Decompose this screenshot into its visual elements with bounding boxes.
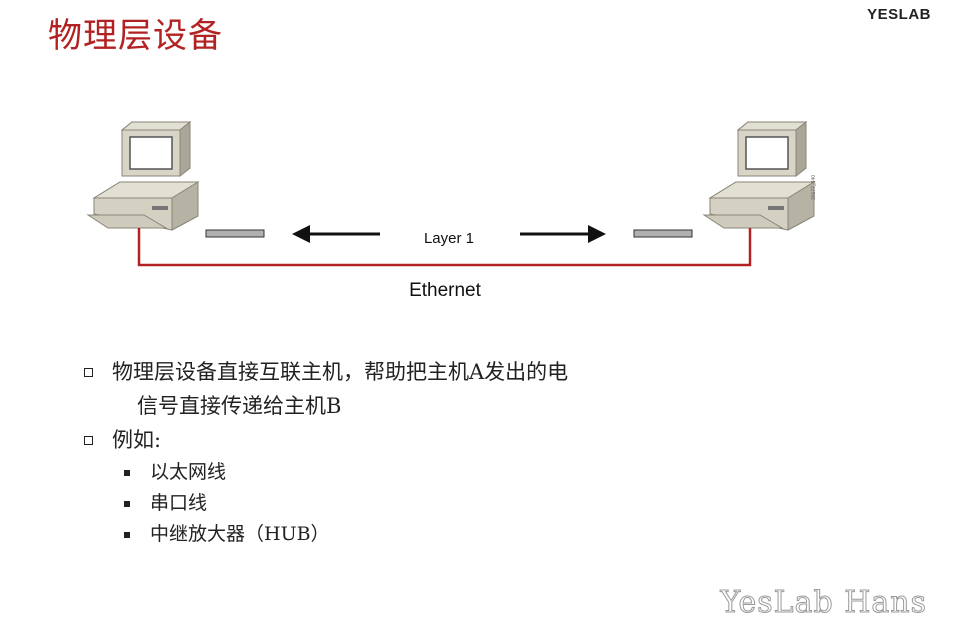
signal-bar-right	[633, 229, 693, 238]
sub-bullet-item: 中继放大器（HUB）	[84, 519, 568, 550]
network-diagram: 30177_340 Layer 1 Ethernet	[87, 121, 817, 301]
bullet-item: 例如:	[84, 423, 568, 457]
hollow-square-bullet-icon	[84, 368, 93, 377]
bullet-text-continued: 信号直接传递给主机B	[137, 394, 342, 418]
watermark: YesLab Hans	[720, 585, 927, 621]
hollow-square-bullet-icon	[84, 436, 93, 445]
filled-square-bullet-icon	[124, 532, 130, 538]
sub-bullet-text: 以太网线	[150, 461, 227, 483]
sub-bullet-text: 串口线	[150, 492, 208, 514]
filled-square-bullet-icon	[124, 470, 130, 476]
bullet-text: 例如:	[112, 428, 162, 452]
sub-bullet-item: 以太网线	[84, 457, 568, 488]
yeslab-logo: YESLAB	[867, 6, 931, 23]
bullet-list: 物理层设备直接互联主机，帮助把主机A发出的电 信号直接传递给主机B 例如: 以太…	[84, 355, 568, 550]
layer-label: Layer 1	[424, 230, 474, 247]
slide-title: 物理层设备	[48, 16, 223, 56]
arrow-left-icon	[292, 225, 380, 243]
filled-square-bullet-icon	[124, 501, 130, 507]
sub-bullet-item: 串口线	[84, 488, 568, 519]
ethernet-cable	[137, 228, 752, 267]
bullet-item: 物理层设备直接互联主机，帮助把主机A发出的电 信号直接传递给主机B	[84, 355, 568, 423]
ethernet-label: Ethernet	[409, 280, 482, 301]
figure-code: 30177_340	[811, 175, 817, 200]
arrow-right-icon	[520, 225, 606, 243]
computer-icon	[703, 121, 815, 231]
computer-icon	[87, 121, 199, 231]
bullet-text: 物理层设备直接互联主机，帮助把主机A发出的电	[112, 360, 569, 384]
sub-bullet-text: 中继放大器（HUB）	[150, 523, 330, 545]
signal-bar-left	[205, 229, 265, 238]
